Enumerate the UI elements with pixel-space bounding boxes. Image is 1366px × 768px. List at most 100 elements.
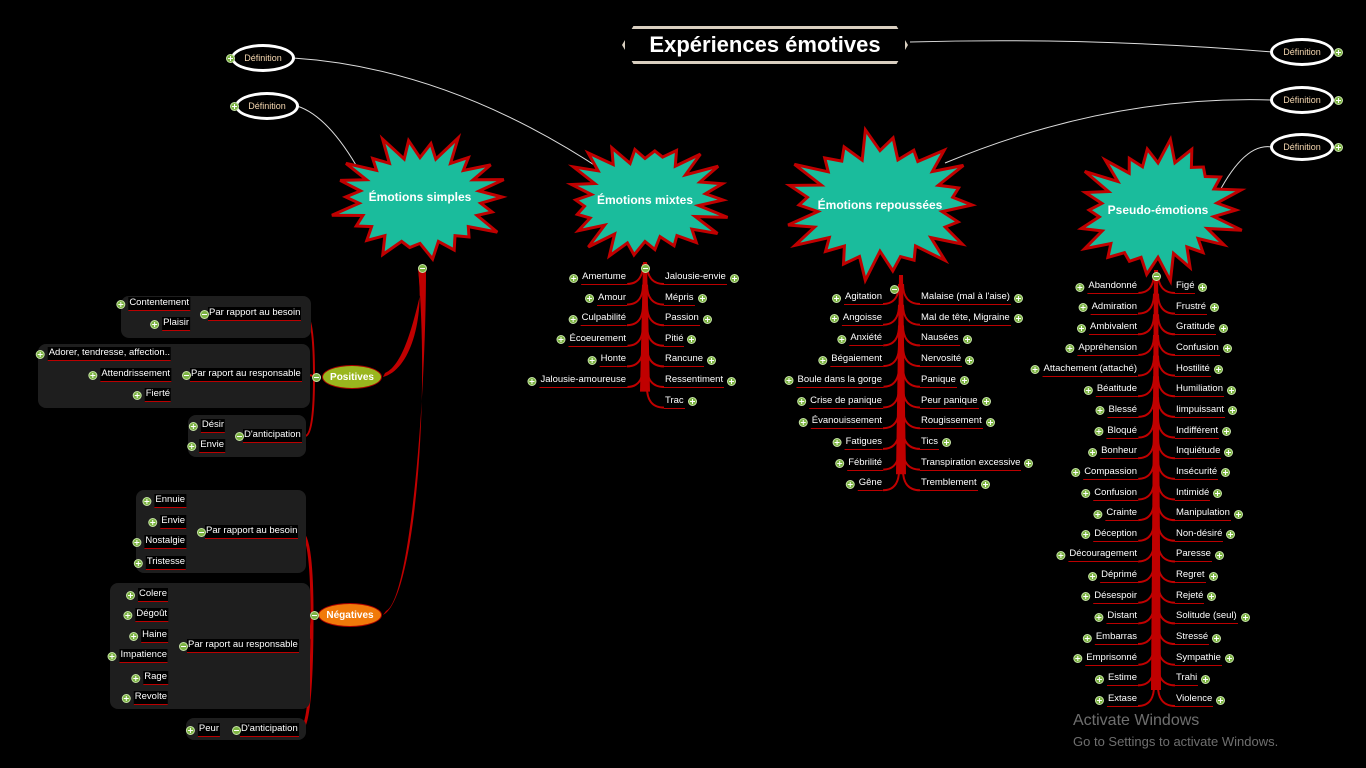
- expand-icon[interactable]: [1077, 323, 1086, 333]
- expand-icon[interactable]: [556, 335, 566, 345]
- collapse-icon[interactable]: [641, 264, 650, 273]
- repoussees-topic[interactable]: Émotions repoussées: [817, 198, 943, 212]
- expand-icon[interactable]: [132, 390, 142, 400]
- expand-icon[interactable]: [727, 376, 737, 386]
- topic-node[interactable]: Par rapport au besoin: [205, 525, 299, 539]
- expand-icon[interactable]: [981, 397, 991, 406]
- topic-node[interactable]: Rage: [131, 671, 168, 685]
- topic-node[interactable]: Fatigues: [832, 435, 883, 450]
- expand-icon[interactable]: [784, 376, 794, 386]
- expand-icon[interactable]: [707, 355, 717, 365]
- expand-icon[interactable]: [587, 355, 597, 365]
- expand-icon[interactable]: [1219, 323, 1229, 333]
- expand-icon[interactable]: [568, 314, 578, 324]
- topic-node[interactable]: Bloqué: [1094, 424, 1138, 439]
- expand-icon[interactable]: [188, 421, 198, 431]
- topic-node[interactable]: Nervosité: [920, 353, 975, 368]
- expand-icon[interactable]: [1088, 571, 1098, 581]
- topic-node[interactable]: Rancune: [664, 353, 717, 368]
- expand-icon[interactable]: [1228, 406, 1238, 416]
- expand-icon[interactable]: [1222, 344, 1232, 354]
- expand-icon[interactable]: [1334, 96, 1343, 105]
- expand-icon[interactable]: [1198, 282, 1208, 292]
- collapse-icon[interactable]: [232, 726, 241, 735]
- expand-icon[interactable]: [1071, 468, 1081, 478]
- expand-icon[interactable]: [1334, 48, 1343, 57]
- topic-node[interactable]: Confusion: [1081, 486, 1138, 501]
- topic-node[interactable]: Hostilité: [1175, 362, 1223, 377]
- expand-icon[interactable]: [107, 651, 117, 661]
- expand-icon[interactable]: [1065, 344, 1075, 354]
- topic-node[interactable]: Angoisse: [829, 311, 883, 326]
- expand-icon[interactable]: [1095, 406, 1105, 416]
- topic-node[interactable]: Mal de tête, Migraine: [920, 311, 1023, 326]
- topic-node[interactable]: Crainte: [1093, 507, 1138, 522]
- expand-icon[interactable]: [845, 479, 855, 489]
- definition-node[interactable]: Définition: [1270, 38, 1334, 66]
- topic-node[interactable]: Passion: [664, 312, 712, 327]
- topic-node[interactable]: Découragement: [1056, 548, 1138, 563]
- expand-icon[interactable]: [131, 673, 141, 683]
- topic-node[interactable]: Revolte: [121, 691, 168, 705]
- topic-node[interactable]: Dégoût: [123, 608, 168, 622]
- topic-node[interactable]: Ennuie: [142, 494, 186, 508]
- topic-node[interactable]: Gratitude: [1175, 321, 1229, 336]
- expand-icon[interactable]: [1082, 633, 1092, 643]
- topic-node[interactable]: Déprimé: [1088, 569, 1138, 584]
- topic-node[interactable]: Bégaiement: [818, 353, 883, 368]
- definition-node[interactable]: Définition: [1270, 133, 1334, 161]
- expand-icon[interactable]: [148, 517, 158, 527]
- expand-icon[interactable]: [962, 334, 972, 344]
- topic-node[interactable]: Gêne: [845, 477, 883, 492]
- topic-node[interactable]: Anxiété: [837, 332, 883, 347]
- expand-icon[interactable]: [980, 479, 990, 489]
- pseudo-topic[interactable]: Pseudo-émotions: [1107, 203, 1209, 217]
- topic-node[interactable]: Violence: [1175, 693, 1226, 707]
- topic-node[interactable]: Rougissement: [920, 415, 995, 430]
- topic-node[interactable]: Désir: [188, 419, 225, 433]
- topic-node[interactable]: Fierté: [132, 388, 171, 402]
- topic-node[interactable]: Contentement: [116, 297, 190, 311]
- collapse-icon[interactable]: [1152, 272, 1161, 281]
- topic-node[interactable]: Jalousie-amoureuse: [527, 374, 627, 388]
- topic-node[interactable]: Paresse: [1175, 548, 1224, 563]
- expand-icon[interactable]: [1212, 633, 1222, 643]
- expand-icon[interactable]: [729, 273, 739, 283]
- topic-node[interactable]: Extase: [1094, 693, 1138, 707]
- topic-node[interactable]: Fébrilité: [835, 456, 883, 471]
- expand-icon[interactable]: [818, 355, 828, 365]
- topic-node[interactable]: Blessé: [1095, 403, 1138, 418]
- topic-node[interactable]: Amertume: [569, 271, 627, 285]
- collapse-icon[interactable]: [312, 373, 321, 382]
- expand-icon[interactable]: [1013, 314, 1023, 324]
- topic-node[interactable]: Mépris: [664, 291, 707, 306]
- expand-icon[interactable]: [835, 459, 845, 469]
- topic-node[interactable]: Admiration: [1078, 300, 1138, 315]
- expand-icon[interactable]: [985, 417, 995, 427]
- expand-icon[interactable]: [1222, 427, 1232, 437]
- expand-icon[interactable]: [1013, 293, 1023, 303]
- expand-icon[interactable]: [1056, 550, 1066, 560]
- expand-icon[interactable]: [1240, 612, 1250, 622]
- topic-node[interactable]: Envie: [148, 515, 186, 529]
- expand-icon[interactable]: [1213, 365, 1223, 375]
- topic-node[interactable]: Inquiétude: [1175, 445, 1234, 460]
- expand-icon[interactable]: [1334, 143, 1343, 152]
- topic-node[interactable]: Culpabilité: [568, 312, 627, 327]
- definition-node[interactable]: Définition: [1270, 86, 1334, 114]
- expand-icon[interactable]: [1083, 385, 1093, 395]
- collapse-icon[interactable]: [418, 264, 427, 273]
- topic-node[interactable]: Amour: [585, 291, 627, 306]
- expand-icon[interactable]: [226, 54, 235, 63]
- expand-icon[interactable]: [1081, 592, 1091, 602]
- topic-node[interactable]: Honte: [587, 353, 627, 368]
- topic-node[interactable]: Ambivalent: [1077, 321, 1138, 336]
- topic-node[interactable]: Stressé: [1175, 631, 1222, 646]
- expand-icon[interactable]: [832, 438, 842, 448]
- topic-node[interactable]: Écoeurement: [556, 332, 627, 347]
- expand-icon[interactable]: [142, 496, 152, 506]
- collapse-icon[interactable]: [310, 611, 319, 620]
- expand-icon[interactable]: [88, 370, 98, 380]
- expand-icon[interactable]: [126, 590, 135, 600]
- topic-node[interactable]: Nostalgie: [132, 535, 186, 549]
